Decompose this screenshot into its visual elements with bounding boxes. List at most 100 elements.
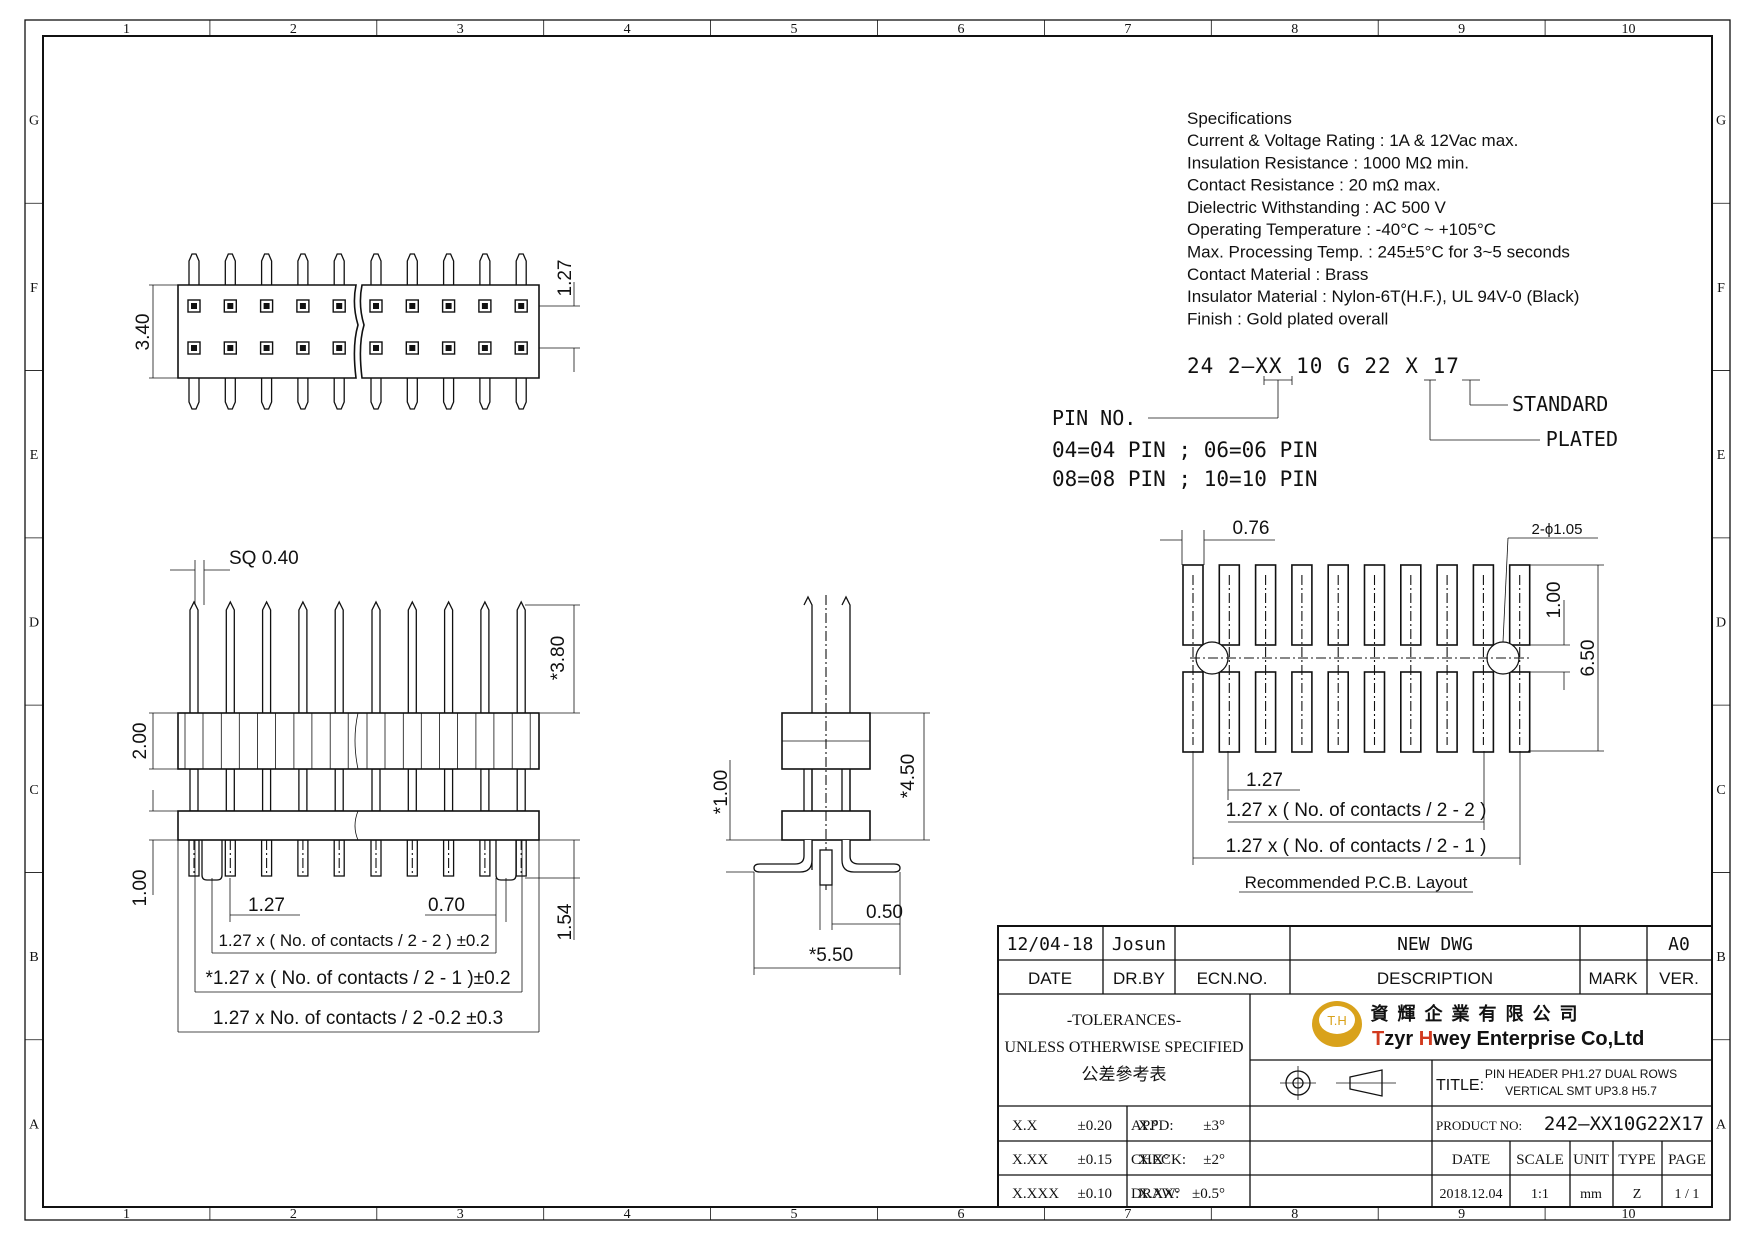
tol-format: X.XX: [1012, 1152, 1048, 1168]
top-contact-core: [299, 345, 306, 351]
top-contact-core: [191, 303, 197, 309]
logo-text: T.H: [1327, 1013, 1347, 1028]
pcb-pad-top: [1363, 564, 1386, 646]
front-post-right: [495, 840, 517, 881]
top-view: 3.40 1.27: [133, 253, 580, 410]
rev-description: NEW DWG: [1397, 934, 1473, 955]
side-dim-standoff: *1.00: [711, 770, 732, 814]
zone-col-bottom: 4: [624, 1207, 631, 1222]
front-dim-pin-height: *3.80: [548, 636, 569, 680]
pcb-pad-top: [1472, 564, 1495, 646]
top-contact-core: [227, 303, 234, 309]
title-line1: PIN HEADER PH1.27 DUAL ROWS: [1485, 1067, 1677, 1081]
rev-date: 12/04-18: [1007, 934, 1094, 955]
front-pin: [407, 600, 417, 713]
pcb-dim-hole: 2-ϕ1.05: [1532, 521, 1583, 538]
pcb-pad-top: [1508, 564, 1531, 646]
pcb-dim-row1: 1.27 x ( No. of contacts / 2 - 2 ): [1226, 800, 1487, 821]
spec-line: Max. Processing Temp. : 245±5°C for 3~5 …: [1187, 243, 1570, 262]
top-pin-upper: [224, 253, 236, 285]
zone-col-top: 7: [1124, 22, 1131, 37]
zone-row-right: A: [1716, 1117, 1727, 1132]
top-contact-core: [518, 303, 525, 309]
title-label: TITLE:: [1436, 1077, 1484, 1094]
company-name-en: Tzyr Hwey Enterprise Co,Ltd: [1372, 1028, 1644, 1050]
front-view: SQ 0.40 *3.80 2.00 1.00 1.54 1.27 0.70 1…: [130, 548, 580, 1033]
spec-heading: Specifications: [1187, 109, 1292, 128]
pcb-pad-top: [1327, 564, 1349, 646]
hdr-mark: MARK: [1588, 969, 1638, 988]
top-pin-upper: [297, 253, 309, 285]
front-dim-pitch: 1.27: [248, 895, 285, 916]
front-pin-mid: [443, 768, 454, 812]
zone-row-left: B: [29, 950, 38, 965]
front-dim-row1: 1.27 x ( No. of contacts / 2 - 2 ) ±0.2: [218, 931, 489, 950]
product-label: PRODUCT NO:: [1436, 1118, 1522, 1133]
zone-row-right: E: [1717, 448, 1726, 463]
tol-angle-value: ±0.5°: [1192, 1186, 1225, 1202]
tol-line1: -TOLERANCES-: [1067, 1012, 1181, 1029]
top-contact-core: [481, 345, 488, 351]
front-pin: [189, 600, 199, 713]
zone-row-left: D: [29, 616, 39, 631]
company-mid: zyr: [1384, 1028, 1418, 1050]
spec-line: Contact Material : Brass: [1187, 265, 1368, 284]
top-pin-upper: [333, 253, 345, 285]
meta-hdr-unit: UNIT: [1573, 1152, 1609, 1168]
appd-label: APPD:: [1131, 1118, 1174, 1134]
company-name-cn: 資 輝 企 業 有 限 公 司: [1370, 1003, 1579, 1024]
front-dim-foot: 1.54: [555, 903, 576, 940]
part-code: 24 2—XX 10 G 22 X 17: [1187, 354, 1460, 378]
tol-angle: X.X°: [1138, 1152, 1169, 1168]
check-label: CHECK:: [1131, 1152, 1186, 1168]
top-pin-upper: [515, 253, 527, 285]
front-pin-mid: [261, 768, 272, 812]
zone-row-left: A: [29, 1117, 40, 1132]
zone-col-bottom: 8: [1291, 1207, 1298, 1222]
spec-line: Current & Voltage Rating : 1A & 12Vac ma…: [1187, 131, 1518, 150]
top-contact-core: [445, 345, 452, 351]
front-pin-mid: [189, 768, 199, 812]
front-pin: [516, 600, 526, 713]
top-pin-upper: [260, 253, 273, 285]
top-contact-core: [227, 345, 234, 351]
pcb-pad-top: [1218, 564, 1241, 646]
front-pin-mid: [480, 768, 490, 812]
zone-col-top: 2: [290, 22, 297, 37]
pcb-pad-top: [1182, 564, 1204, 646]
front-pin: [225, 600, 235, 713]
top-contact-core: [263, 345, 270, 351]
tol-angle-value: ±2°: [1203, 1152, 1225, 1168]
zone-row-left: C: [29, 783, 38, 798]
top-contact-core: [409, 303, 416, 309]
meta-hdr-scale: SCALE: [1516, 1152, 1564, 1168]
zone-col-bottom: 10: [1622, 1207, 1636, 1222]
spec-line: Operating Temperature : -40°C ~ +105°C: [1187, 220, 1496, 239]
pcb-pad-top: [1436, 564, 1458, 646]
front-upper-body: [177, 712, 540, 770]
zone-col-top: 10: [1622, 22, 1636, 37]
meta-scale: 1:1: [1531, 1187, 1549, 1202]
top-pin-lower: [370, 378, 382, 410]
zone-col-bottom: 6: [957, 1207, 964, 1222]
spec-line: Insulator Material : Nylon-6T(H.F.), UL …: [1187, 287, 1579, 306]
plated-label: PLATED: [1546, 427, 1618, 451]
top-pin-lower: [442, 378, 455, 410]
zone-col-top: 5: [791, 22, 798, 37]
title-line2: VERTICAL SMT UP3.8 H5.7: [1505, 1084, 1657, 1098]
top-pin-upper: [442, 253, 455, 285]
company-rest: wey Enterprise Co,Ltd: [1432, 1028, 1644, 1050]
pcb-pad-top: [1291, 564, 1313, 646]
front-pin: [298, 600, 308, 713]
meta-page: 1 / 1: [1675, 1187, 1700, 1202]
top-pin-lower: [260, 378, 273, 410]
top-contact-core: [336, 303, 343, 309]
meta-unit: mm: [1580, 1187, 1602, 1202]
front-pin-mid: [516, 768, 526, 812]
pcb-pad-top: [1254, 564, 1277, 646]
standard-label: STANDARD: [1512, 392, 1608, 416]
top-pin-lower: [297, 378, 309, 410]
top-contact-core: [481, 303, 488, 309]
top-dim-pitch: 1.27: [555, 260, 576, 297]
